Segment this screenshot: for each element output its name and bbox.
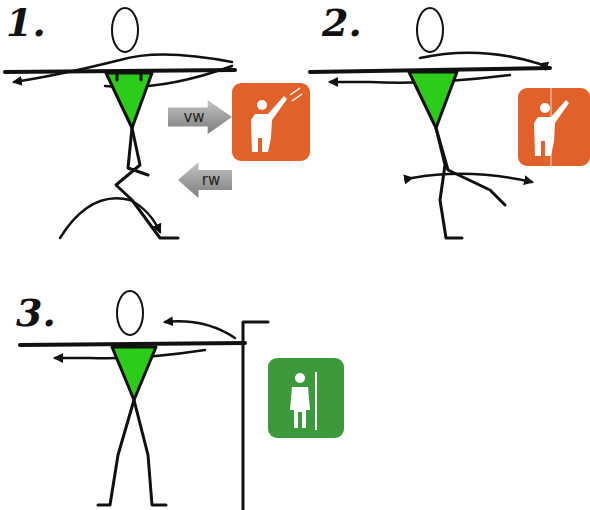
arrow-sign: rw xyxy=(178,162,232,198)
arrow-sign: vw xyxy=(168,100,232,134)
exercise-icon-orange xyxy=(518,88,590,166)
stick-figure-3 xyxy=(20,291,268,510)
exercise-icon-orange xyxy=(232,83,310,161)
exercise-icon-green xyxy=(268,358,344,438)
step-number: 3. xyxy=(16,290,56,335)
direction-label: vw xyxy=(183,108,204,126)
step-number: 2. xyxy=(322,0,362,45)
direction-label: rw xyxy=(202,171,220,189)
step-number: 1. xyxy=(6,0,46,45)
